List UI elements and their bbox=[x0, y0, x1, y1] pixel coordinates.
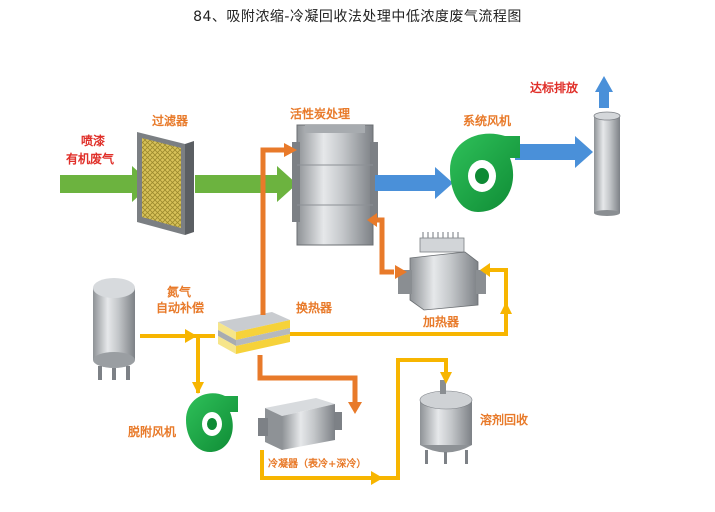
inlet-label-line1: 喷漆 bbox=[81, 133, 105, 148]
solvent-tank bbox=[419, 380, 473, 464]
heater-label: 加热器 bbox=[422, 314, 460, 329]
discharge-arrow bbox=[595, 76, 613, 108]
heat-exchanger-label: 换热器 bbox=[296, 300, 333, 315]
heat-exchanger bbox=[218, 312, 290, 354]
orange-arrowheads bbox=[284, 143, 407, 414]
system-fan bbox=[450, 133, 520, 212]
discharge-label: 达标排放 bbox=[530, 80, 579, 95]
orange-piping bbox=[257, 147, 394, 405]
condenser-unit bbox=[258, 398, 342, 450]
nitrogen-label-line2: 自动补偿 bbox=[156, 300, 204, 315]
filter-unit bbox=[137, 132, 194, 235]
nitrogen-tank bbox=[93, 278, 135, 380]
nitrogen-label-line1: 氮气 bbox=[167, 284, 191, 299]
filter-to-carbon-arrow bbox=[195, 166, 297, 202]
carbon-label: 活性炭处理 bbox=[290, 106, 350, 121]
heater-unit bbox=[398, 232, 486, 311]
solvent-label: 溶剂回收 bbox=[480, 412, 528, 427]
condenser-label: 冷凝器（表冷+深冷） bbox=[268, 457, 366, 470]
inlet-label-line2: 有机废气 bbox=[66, 151, 114, 166]
activated-carbon-unit bbox=[292, 124, 378, 246]
desorption-fan bbox=[186, 393, 238, 452]
fan-label: 系统风机 bbox=[463, 113, 511, 128]
filter-label: 过滤器 bbox=[152, 113, 189, 128]
exhaust-stack bbox=[593, 111, 621, 216]
desorb-fan-label: 脱附风机 bbox=[128, 424, 176, 439]
page-title: 84、吸附浓缩-冷凝回收法处理中低浓度废气流程图 bbox=[193, 9, 522, 25]
carbon-to-fan-arrow bbox=[375, 167, 453, 199]
yellow-arrowheads bbox=[185, 263, 512, 485]
fan-to-stack-arrow bbox=[515, 136, 593, 168]
